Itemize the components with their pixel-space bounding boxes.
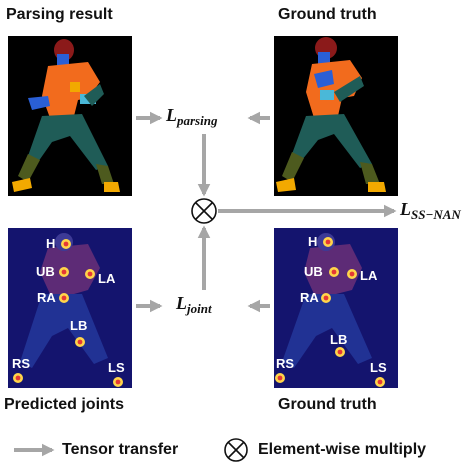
ground-truth-joints-title: Ground truth xyxy=(278,396,377,413)
gt-joint-label-la: LA xyxy=(360,268,378,283)
joint-marker-rs xyxy=(13,373,23,383)
joint-label-ls: LS xyxy=(108,360,125,375)
joint-marker-ub xyxy=(59,267,69,277)
joints-ground-truth-figure: H UB LA RA LB RS LS xyxy=(275,233,387,387)
parsing-result-figure xyxy=(12,39,120,192)
joint-marker-ls xyxy=(113,377,123,387)
predicted-joints-title: Predicted joints xyxy=(4,396,125,413)
gt-joint-label-ra: RA xyxy=(300,290,319,305)
loss-ssnan-symbol: L xyxy=(400,199,411,219)
loss-parsing: Lparsing xyxy=(166,105,217,129)
legend-tensor-transfer-label: Tensor transfer xyxy=(62,441,179,458)
predicted-joints-figure: H UB LA RA LB RS LS xyxy=(12,233,125,387)
gt-joint-label-ub: UB xyxy=(304,264,323,279)
parsing-result-title: Parsing result xyxy=(6,6,113,23)
gt-joint-marker-rs xyxy=(275,373,285,383)
gt-joint-marker-ls xyxy=(375,377,385,387)
gt-joint-marker-lb xyxy=(335,347,345,357)
joint-marker-la xyxy=(85,269,95,279)
gt-joint-label-lb: LB xyxy=(330,332,347,347)
joint-label-lb: LB xyxy=(70,318,87,333)
gt-joint-marker-la xyxy=(347,269,357,279)
loss-parsing-subscript: parsing xyxy=(177,113,218,128)
parsing-ground-truth-image xyxy=(274,36,398,196)
loss-joint-subscript: joint xyxy=(187,301,212,316)
loss-parsing-symbol: L xyxy=(166,105,177,125)
loss-ssnan-subscript: SS−NAN xyxy=(411,207,461,222)
gt-joint-marker-h xyxy=(323,237,333,247)
parsing-ground-truth-figure xyxy=(276,37,386,192)
joint-label-rs: RS xyxy=(12,356,30,371)
joint-label-ub: UB xyxy=(36,264,55,279)
gt-joint-label-rs: RS xyxy=(276,356,294,371)
joints-ground-truth-image: H UB LA RA LB RS LS xyxy=(274,228,398,388)
joint-label-la: LA xyxy=(98,271,116,286)
ground-truth-parsing-title: Ground truth xyxy=(278,6,377,23)
parsing-result-image xyxy=(8,36,132,196)
joint-label-h: H xyxy=(46,236,55,251)
loss-joint-symbol: L xyxy=(176,293,187,313)
joint-marker-h xyxy=(61,239,71,249)
legend-multiply-icon xyxy=(224,438,248,462)
joint-label-ra: RA xyxy=(37,290,56,305)
joint-marker-ra xyxy=(59,293,69,303)
legend-element-wise-multiply-label: Element-wise multiply xyxy=(258,441,427,458)
gt-joint-label-ls: LS xyxy=(370,360,387,375)
loss-joint: Ljoint xyxy=(176,293,212,317)
joint-marker-lb xyxy=(75,337,85,347)
predicted-joints-image: H UB LA RA LB RS LS xyxy=(8,228,132,388)
gt-joint-marker-ra xyxy=(321,293,331,303)
loss-ssnan: LSS−NAN xyxy=(400,199,461,223)
gt-joint-marker-ub xyxy=(329,267,339,277)
gt-joint-label-h: H xyxy=(308,234,317,249)
multiply-operator xyxy=(191,198,217,224)
